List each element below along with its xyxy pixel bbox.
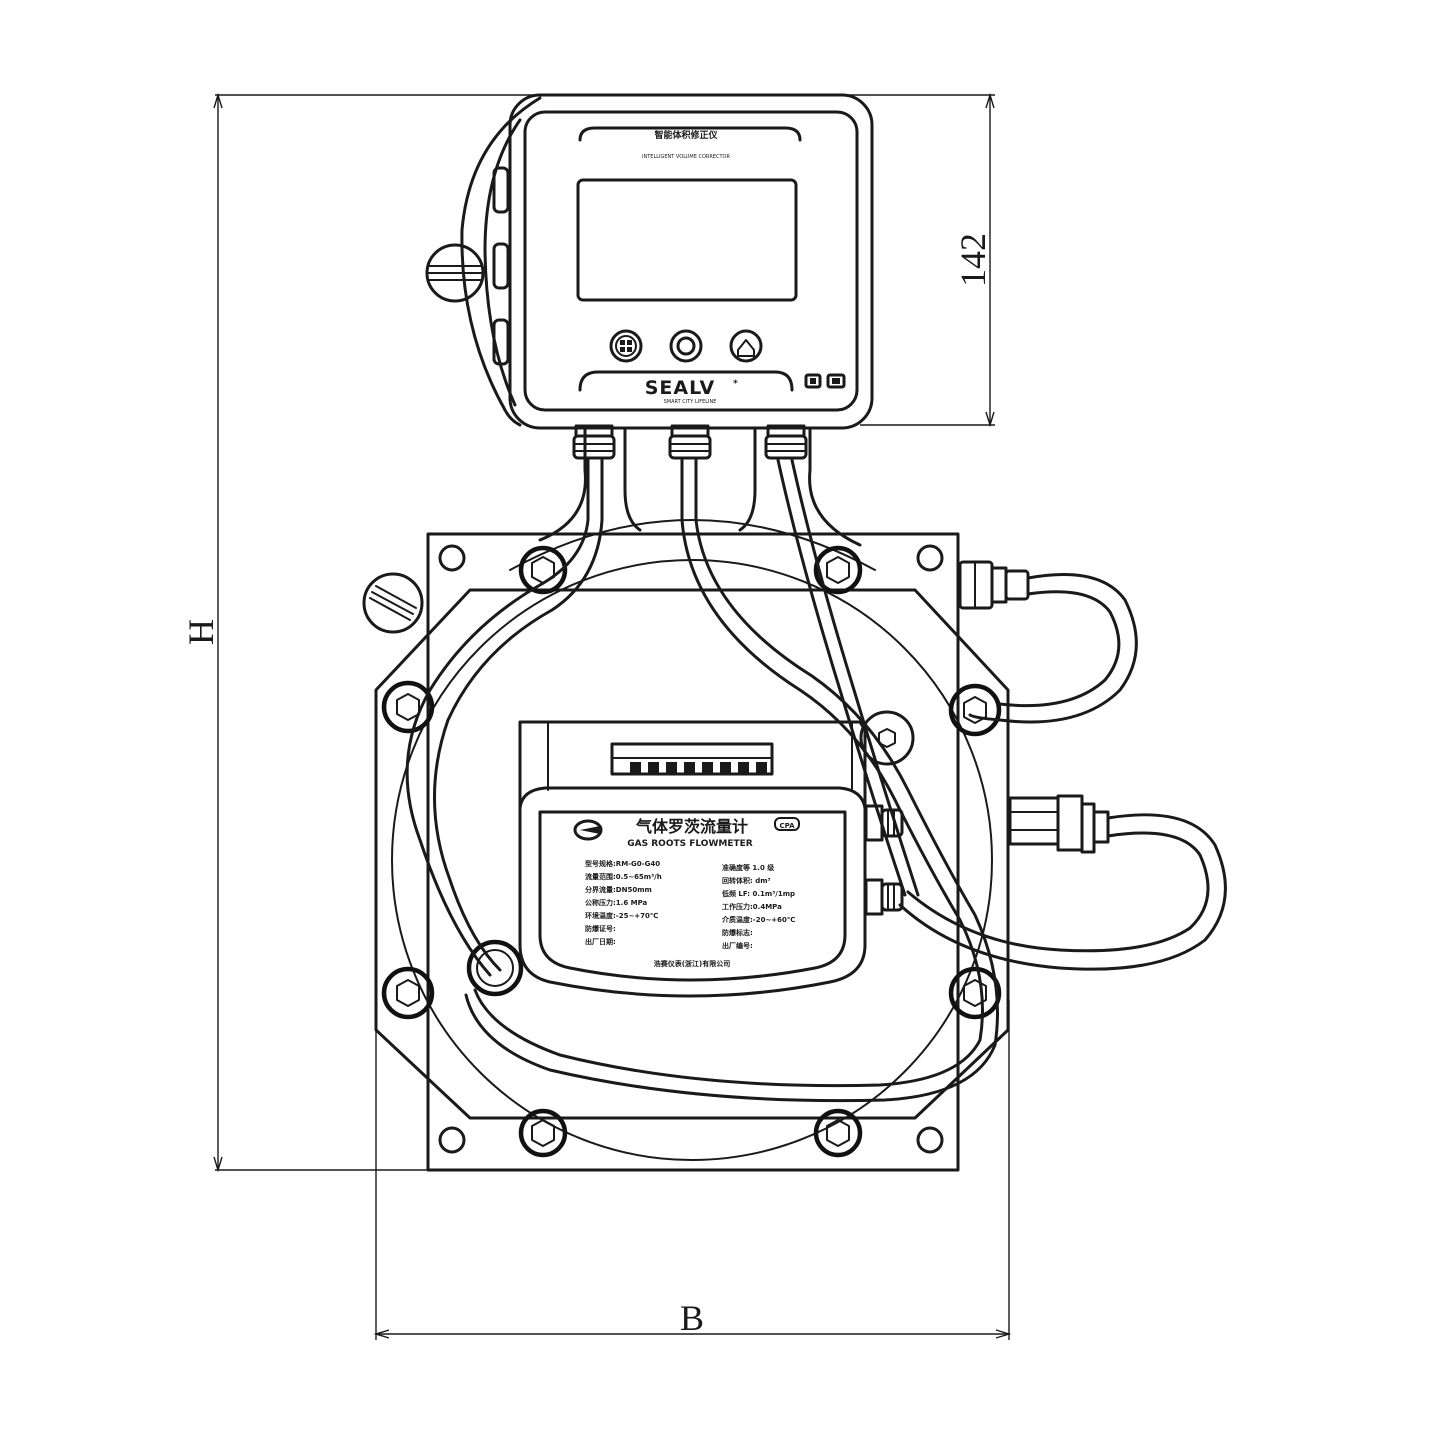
circle-icon bbox=[676, 336, 696, 356]
display-arrow-top bbox=[985, 92, 995, 109]
home-button[interactable] bbox=[729, 329, 763, 363]
bolt-upper-left bbox=[381, 680, 435, 734]
height-dimension-label: H bbox=[181, 619, 221, 645]
dimension-lines: H 142 B bbox=[181, 92, 1012, 1340]
connector-right-upper bbox=[958, 560, 1030, 610]
field-ex-cert: 防爆证号: bbox=[585, 924, 616, 933]
corrector-front-panel bbox=[523, 110, 859, 412]
manufacturer-logo bbox=[573, 819, 603, 841]
meter-body bbox=[374, 519, 1010, 1172]
field-working-pressure: 工作压力:0.4MPa bbox=[722, 902, 782, 911]
bolt-lower-right bbox=[948, 966, 1002, 1020]
field-production-date: 出厂日期: bbox=[585, 937, 616, 946]
width-dimension-label: B bbox=[680, 1298, 704, 1338]
brand-tagline: SMART CITY LIFELINE bbox=[664, 399, 717, 405]
nameplate-panel bbox=[538, 810, 847, 982]
signal-cables bbox=[405, 458, 1227, 1103]
mounting-hole-bottom-right bbox=[916, 1126, 944, 1154]
field-ambient-temp: 环境温度:-25~+70℃ bbox=[585, 911, 658, 920]
cable-right bbox=[776, 458, 920, 897]
cable-external-upper bbox=[968, 572, 1138, 724]
corrector-title-en: INTELLIGENT VOLUME CORRECTOR bbox=[642, 154, 730, 160]
volume-corrector-head: 智能体积修正仪 INTELLIGENT VOLUME CORRECTOR SEA… bbox=[425, 93, 874, 547]
field-model: 型号规格:RM-G0-G40 bbox=[585, 859, 660, 868]
bolt-top-right bbox=[813, 545, 863, 595]
display-arrow-bottom bbox=[985, 411, 995, 428]
nameplate-left-fields: 型号规格:RM-G0-G40 流量范围:0.5~65m³/h 分界流量:DN50… bbox=[585, 859, 662, 946]
field-low-frequency: 低频 LF: 0.1m³/1mp bbox=[721, 889, 795, 898]
back-mounting-plate bbox=[426, 532, 960, 1172]
neck-left bbox=[538, 426, 587, 542]
nameplate-title-cn: 气体罗茨流量计 bbox=[635, 817, 748, 836]
octagonal-meter-body bbox=[374, 588, 1010, 1120]
certification-mark: CPA bbox=[774, 817, 800, 831]
side-cover-inner bbox=[483, 118, 522, 407]
indicator-led-1 bbox=[804, 373, 822, 389]
body-bolts bbox=[381, 545, 1002, 1158]
home-icon bbox=[737, 339, 755, 357]
brand-logo: SEALV bbox=[645, 377, 716, 399]
nameplate-title-en: GAS ROOTS FLOWMETER bbox=[627, 839, 752, 849]
circular-housing bbox=[391, 559, 993, 1161]
field-ex-mark: 防爆标志: bbox=[722, 928, 753, 937]
menu-button[interactable] bbox=[609, 329, 643, 363]
inner-screw-upper-right bbox=[859, 710, 915, 766]
corrector-gland-left bbox=[572, 424, 616, 460]
corrector-gland-right bbox=[764, 424, 808, 460]
field-flow-range: 流量范围:0.5~65m³/h bbox=[585, 872, 662, 881]
bolt-bottom-right bbox=[813, 1108, 863, 1158]
flowmeter-counter-module: 气体罗茨流量计 GAS ROOTS FLOWMETER CPA 型号规格:RM-… bbox=[518, 720, 904, 998]
corrector-title-cn: 智能体积修正仪 bbox=[654, 129, 718, 141]
corrector-gland-middle bbox=[668, 424, 712, 460]
mounting-hole-top-left bbox=[438, 544, 466, 572]
side-cover-outer bbox=[460, 96, 542, 427]
bolt-lower-left bbox=[381, 966, 435, 1020]
neck-right bbox=[808, 426, 862, 547]
neck-inner-right bbox=[738, 426, 757, 532]
counter-housing bbox=[518, 720, 867, 998]
svg-text:CPA: CPA bbox=[779, 822, 795, 830]
field-cyclic-volume: 回转体积: dm³ bbox=[722, 876, 771, 885]
confirm-button[interactable] bbox=[669, 329, 703, 363]
brand-star: * bbox=[733, 379, 738, 389]
nameplate-right-fields: 准确度等 1.0 级 回转体积: dm³ 低频 LF: 0.1m³/1mp 工作… bbox=[721, 863, 795, 950]
height-arrow-bottom bbox=[213, 1156, 223, 1173]
bolt-bottom-left bbox=[518, 1108, 568, 1158]
field-serial-number: 出厂编号: bbox=[722, 941, 753, 950]
head-seal-screw bbox=[425, 243, 485, 303]
brand-strip bbox=[578, 370, 794, 392]
display-height-label: 142 bbox=[953, 233, 993, 287]
field-medium-temp: 介质温度:-20~+60℃ bbox=[721, 915, 795, 924]
counter-shoulder bbox=[518, 786, 867, 810]
side-cover-clips bbox=[492, 166, 510, 366]
title-strip bbox=[578, 126, 802, 142]
status-indicators bbox=[804, 373, 846, 389]
connector-right-lower bbox=[1008, 794, 1110, 854]
width-arrow-right bbox=[995, 1329, 1012, 1339]
height-arrow-top bbox=[213, 92, 223, 109]
top-lobe-contour bbox=[509, 519, 876, 571]
corrector-enclosure bbox=[508, 93, 874, 430]
counter-cable-gland-lower bbox=[864, 878, 904, 916]
cable-left bbox=[405, 458, 604, 977]
mounting-hole-bottom-left bbox=[438, 1126, 466, 1154]
neck-inner-left bbox=[623, 426, 642, 532]
field-nominal-pressure: 公称压力:1.6 MPa bbox=[585, 898, 648, 907]
field-transition-flow: 分界流量:DN50mm bbox=[585, 885, 652, 894]
mechanical-counter-window bbox=[610, 742, 774, 776]
indicator-led-2 bbox=[826, 373, 846, 389]
cable-middle bbox=[464, 458, 999, 1103]
inner-screw-lower-left bbox=[466, 939, 524, 997]
body-seal-screw bbox=[362, 572, 424, 634]
lcd-screen bbox=[576, 178, 798, 302]
cable-external-lower bbox=[898, 813, 1227, 971]
bolt-upper-right bbox=[948, 683, 1002, 737]
mounting-hole-top-right bbox=[916, 544, 944, 572]
menu-grid-icon bbox=[620, 340, 625, 345]
nameplate-manufacturer: 浩赛仪表(浙江)有限公司 bbox=[654, 959, 730, 968]
field-accuracy: 准确度等 1.0 级 bbox=[722, 863, 775, 872]
width-arrow-left bbox=[373, 1329, 390, 1339]
